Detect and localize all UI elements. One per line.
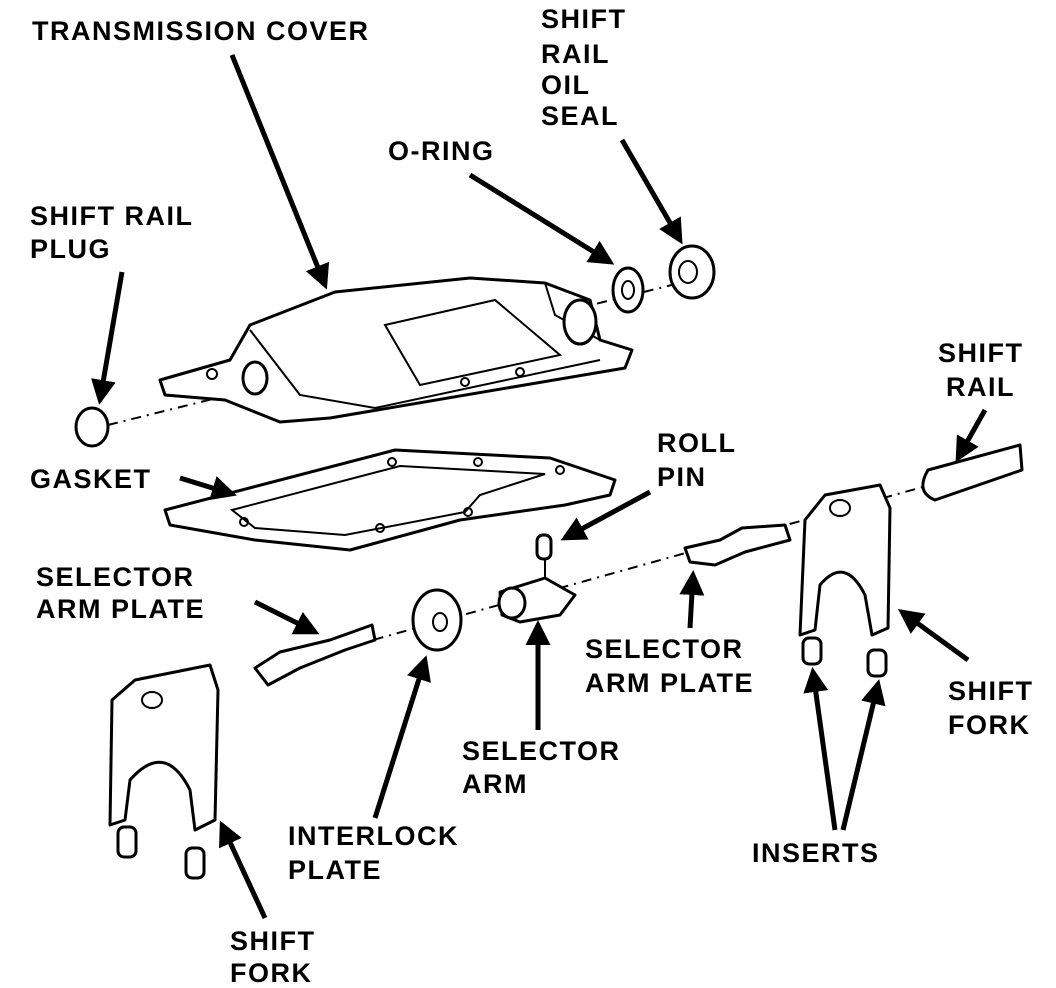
label-inserts: INSERTS: [752, 838, 880, 868]
arrow-shift-rail: [955, 408, 988, 463]
shift-rail-oil-seal-part: [668, 244, 716, 300]
label-shift-rail: SHIFT RAIL: [938, 338, 1033, 402]
label-shift-rail-oil-seal: SHIFT RAIL OIL SEAL: [541, 4, 636, 131]
label-shift-fork-left: SHIFT FORK: [230, 926, 325, 988]
arrow-shift-fork-left: [219, 820, 268, 920]
arrow-shift-fork-right: [897, 609, 970, 663]
label-o-ring: O-RING: [388, 136, 495, 166]
arrow-interlock-plate: [372, 655, 431, 819]
label-roll-pin: ROLL PIN: [657, 428, 745, 492]
o-ring-part: [611, 266, 645, 314]
label-interlock-plate: INTERLOCK PLATE: [288, 821, 468, 885]
selector-arm-plate-left-part: [253, 623, 377, 687]
arrow-oil-seal: [619, 138, 683, 245]
gasket-part: [163, 448, 617, 552]
interlock-plate-part: [411, 588, 463, 652]
selector-arm-plate-right-part: [683, 523, 792, 567]
arrow-roll-pin: [560, 489, 652, 541]
shift-rail-plug-part: [74, 406, 110, 448]
label-transmission-cover: TRANSMISSION COVER: [32, 16, 370, 46]
shift-rail-part: [921, 443, 1024, 502]
arrow-shift-rail-plug: [91, 271, 125, 405]
arrow-gasket: [179, 475, 237, 501]
label-selector-arm-plate-left: SELECTOR ARM PLATE: [36, 562, 205, 624]
label-shift-fork-right: SHIFT FORK: [948, 676, 1043, 740]
shift-fork-right-part: [798, 483, 892, 637]
label-selector-arm-plate-right: SELECTOR ARM PLATE: [585, 634, 754, 698]
label-shift-rail-plug: SHIFT RAIL PLUG: [30, 201, 202, 264]
arrow-transmission-cover: [229, 54, 330, 290]
arrow-o-ring: [468, 172, 615, 265]
transmission-cover-part: [158, 276, 634, 424]
label-selector-arm: SELECTOR ARM: [462, 736, 630, 799]
shift-fork-left-part: [108, 663, 220, 832]
arrow-insert-left: [803, 667, 838, 831]
arrow-insert-right: [840, 679, 886, 831]
arrow-selector-arm-plate-left: [253, 599, 320, 635]
arrow-selector-arm-plate-right: [679, 570, 705, 629]
insert-part: [116, 825, 138, 859]
insert-part: [184, 846, 206, 880]
label-gasket: GASKET: [30, 464, 152, 494]
roll-pin-part: [535, 533, 553, 561]
leader-arrows: [91, 54, 988, 920]
selector-arm-part: [497, 560, 577, 624]
insert-part: [801, 636, 823, 666]
insert-part: [866, 648, 888, 678]
